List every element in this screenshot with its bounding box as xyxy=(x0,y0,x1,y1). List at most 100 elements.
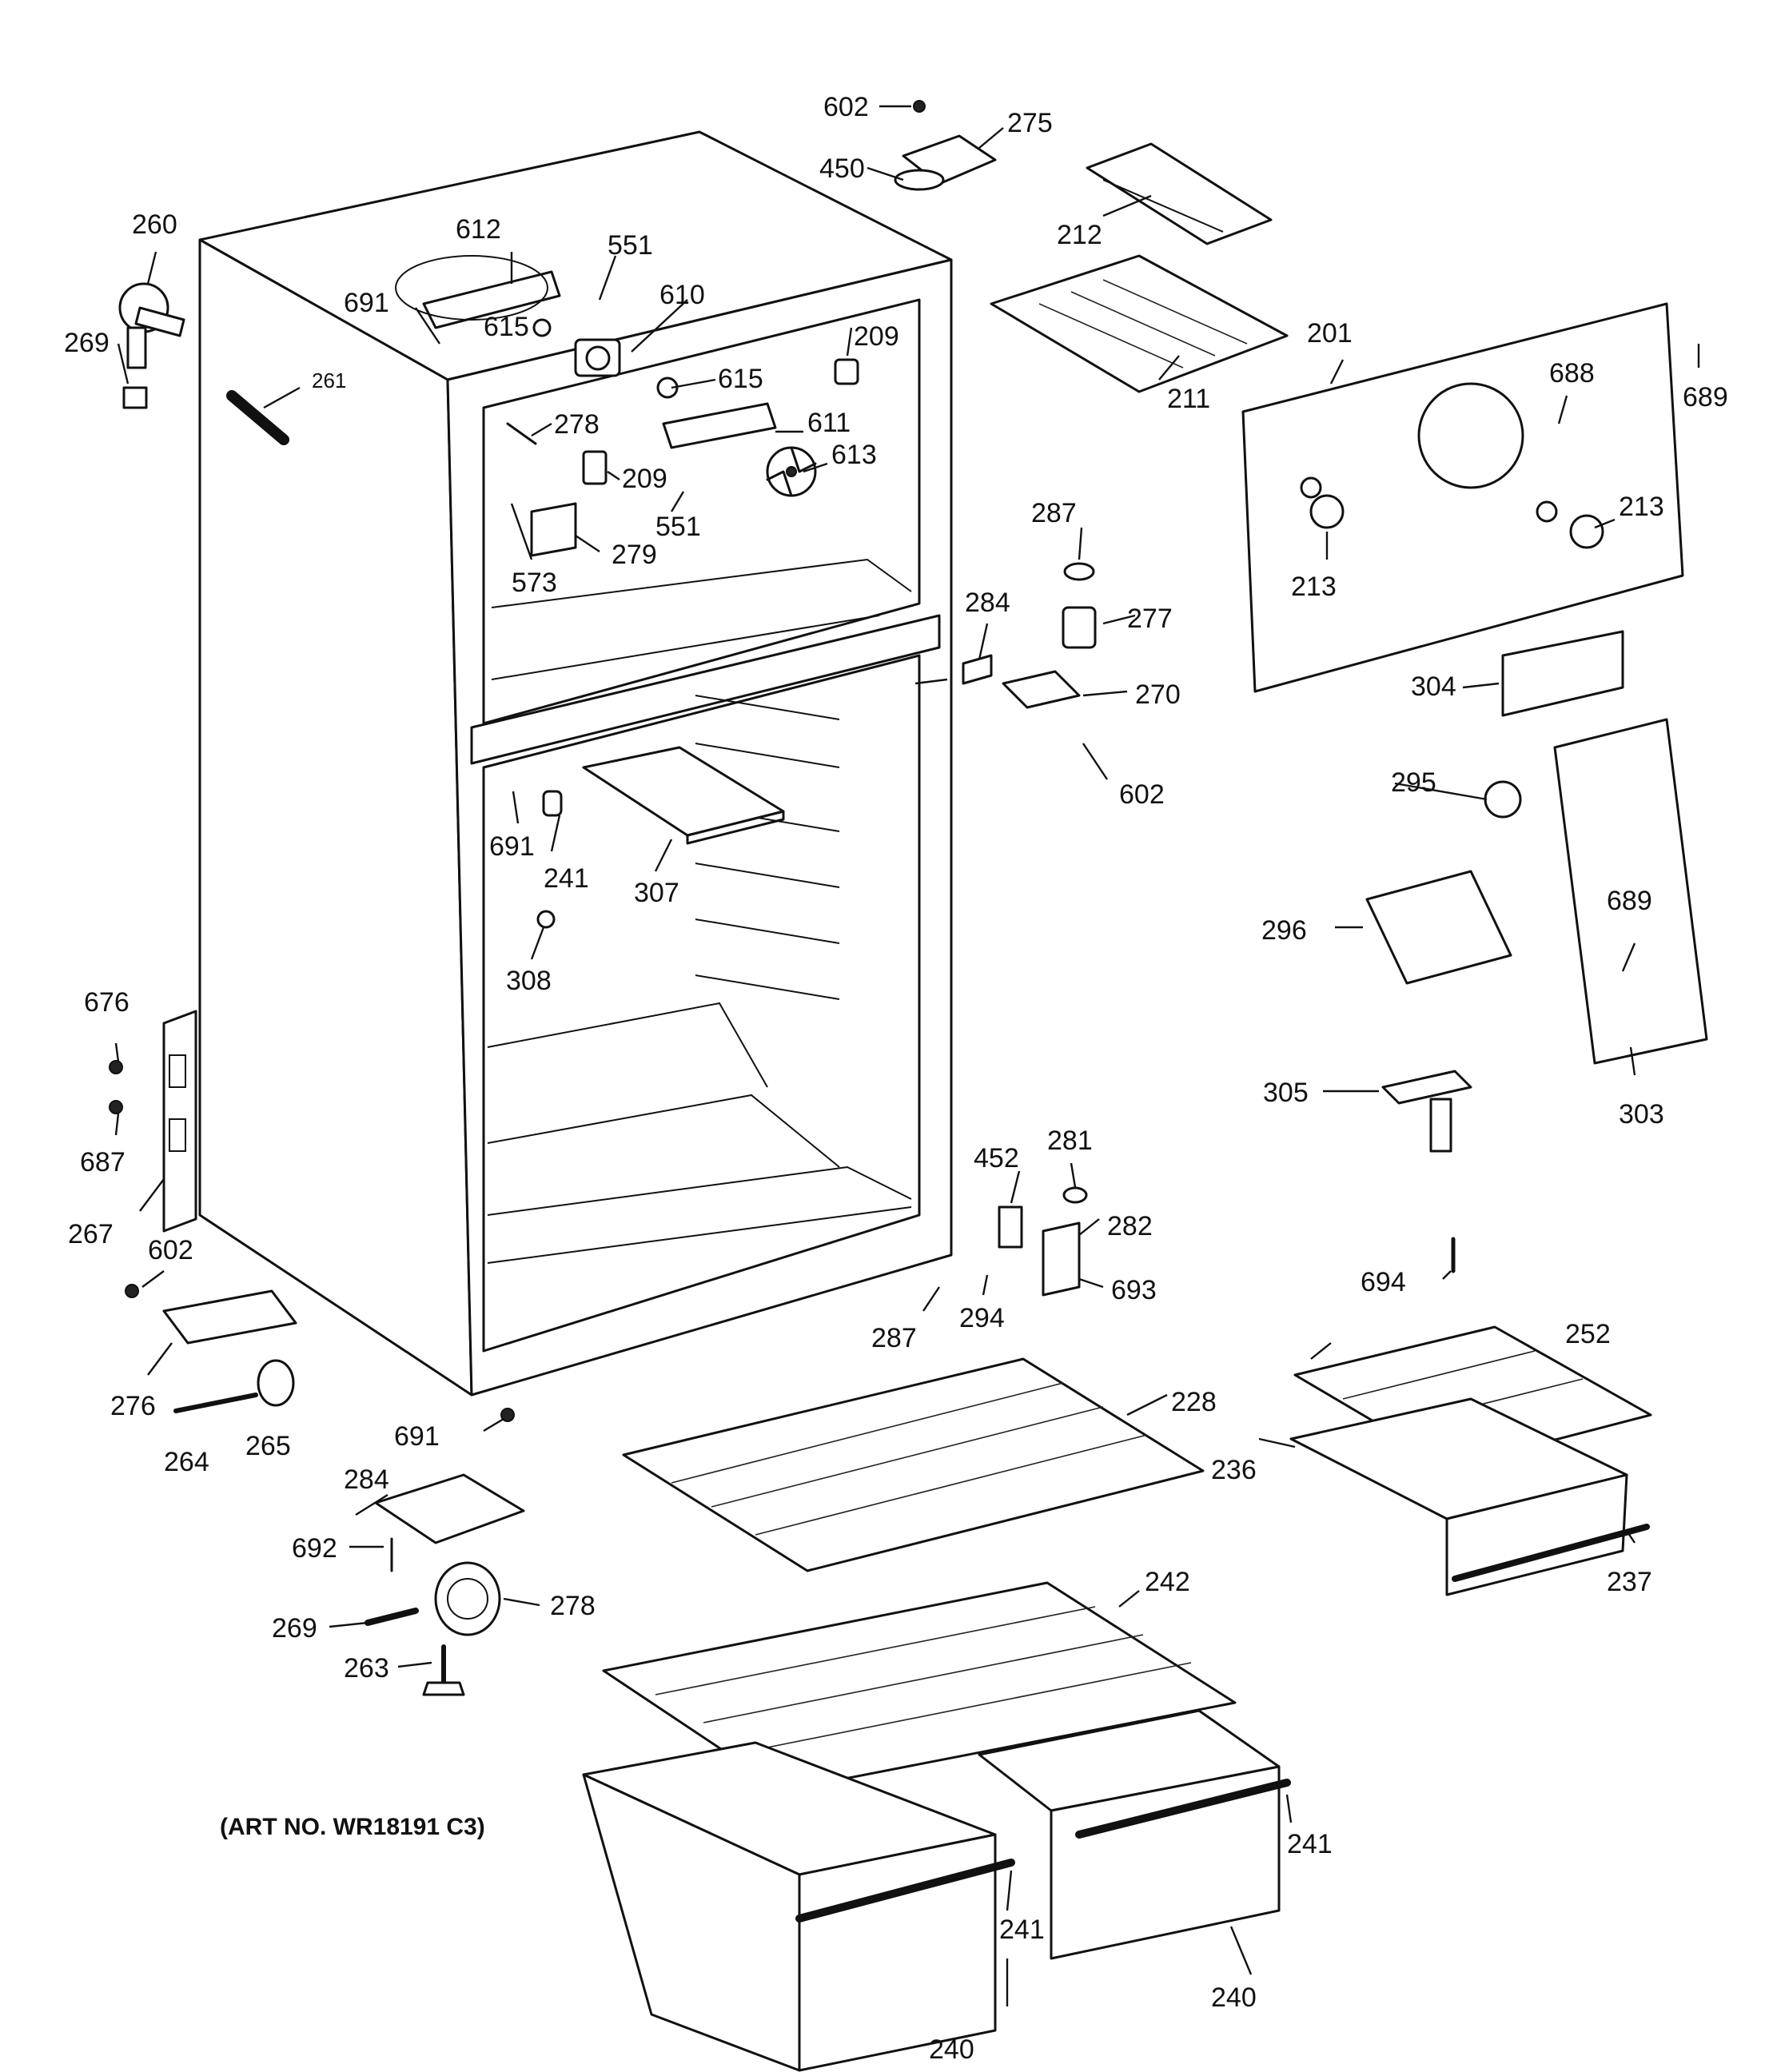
callout-240: 240 xyxy=(1211,1982,1257,2013)
callout-276: 270 xyxy=(1135,679,1181,710)
art-number-caption: (ART NO. WR18191 C3) xyxy=(220,1814,485,1840)
valve-260 xyxy=(118,282,185,369)
callout-277: 276 xyxy=(110,1391,156,1421)
refrigerator-cabinet xyxy=(198,130,953,1397)
callout-309: 304 xyxy=(1411,671,1456,702)
label-309 xyxy=(1501,630,1624,717)
leveler-263 xyxy=(422,1644,465,1696)
callout-267: 267 xyxy=(68,1219,114,1249)
callout-labels: 602 275 450 212 211 201 689 688 213 213 … xyxy=(64,92,1728,2065)
callout-691: 691 xyxy=(344,288,389,318)
crisper-240-right xyxy=(978,1709,1281,1960)
callout-687: 688 xyxy=(1549,358,1595,388)
callout-676: 676 xyxy=(84,987,129,1018)
callout-615: 615 xyxy=(484,312,529,342)
callout-284: 287 xyxy=(1031,498,1077,528)
callout-214: 213 xyxy=(1619,492,1664,522)
tube-261 xyxy=(226,390,289,445)
rod-264 xyxy=(173,1393,258,1413)
callout-252: 252 xyxy=(1565,1319,1611,1349)
callout-228: 228 xyxy=(1171,1387,1217,1417)
cover-201 xyxy=(1241,302,1684,693)
knob-305 xyxy=(1484,780,1522,819)
callout-278: 278 xyxy=(550,1591,596,1621)
callout-275: 275 xyxy=(1007,108,1053,138)
callout-691c: 691 xyxy=(394,1421,440,1452)
duct-304 xyxy=(1553,718,1708,1065)
block-452 xyxy=(998,1205,1023,1249)
callout-260: 260 xyxy=(132,209,177,240)
callout-307: 305 xyxy=(1263,1078,1309,1108)
bracket-611 xyxy=(662,402,777,449)
callout-692: 692 xyxy=(292,1533,337,1564)
housing-296 xyxy=(530,502,577,557)
callout-287: 284 xyxy=(344,1464,389,1495)
callout-212: 211 xyxy=(1167,384,1210,414)
callout-240b: 240 xyxy=(929,2034,974,2065)
light-socket-209 xyxy=(582,450,608,485)
callout-688: 689 xyxy=(1683,382,1728,412)
callout-269: 269 xyxy=(272,1613,317,1644)
washer-281 xyxy=(1062,1186,1088,1204)
callout-304: 303 xyxy=(1619,1099,1664,1130)
callout-613: 613 xyxy=(831,440,877,470)
leader-lines xyxy=(114,105,1700,2006)
callout-611: 611 xyxy=(807,408,851,438)
callout-282: 282 xyxy=(1107,1211,1153,1241)
roller-265 xyxy=(257,1359,295,1407)
callout-270: 269 xyxy=(64,328,110,358)
ice-tray-213 xyxy=(1086,142,1273,245)
callout-689: 687 xyxy=(80,1147,126,1177)
callout-450: 450 xyxy=(819,153,865,184)
callout-305: 295 xyxy=(1391,767,1436,798)
wire-shelf-228 xyxy=(622,1357,1205,1572)
drawer-236 xyxy=(1289,1397,1628,1596)
crisper-240-left xyxy=(582,1741,997,2072)
spacer-283 xyxy=(962,654,993,685)
callout-242: 242 xyxy=(1145,1567,1190,1597)
callout-283: 284 xyxy=(965,588,1010,618)
callout-694: 694 xyxy=(1361,1267,1406,1297)
callout-261: 261 xyxy=(312,369,346,392)
callout-324: 308 xyxy=(506,966,552,996)
callout-295: 294 xyxy=(959,1303,1005,1333)
callout-693: 693 xyxy=(1111,1275,1157,1305)
nut-270 xyxy=(122,386,148,409)
knobs-214 xyxy=(1309,494,1604,549)
callout-209: 209 xyxy=(622,464,667,494)
screw-560-top xyxy=(913,100,926,113)
callout-280: 278 xyxy=(554,409,600,440)
callout-214b: 213 xyxy=(1291,572,1337,602)
callout-264: 264 xyxy=(164,1447,209,1477)
callout-573: 573 xyxy=(512,568,557,598)
plate-287 xyxy=(374,1473,525,1544)
hinge-282 xyxy=(1042,1221,1081,1297)
tube-280 xyxy=(506,422,537,445)
callout-247: 241 xyxy=(544,863,589,894)
pin-269 xyxy=(365,1608,419,1626)
housing-303 xyxy=(1365,870,1512,985)
fan-613 xyxy=(766,446,817,497)
ice-rack-212 xyxy=(990,254,1289,393)
hinge-267 xyxy=(162,1010,197,1233)
callout-615b: 615 xyxy=(718,364,763,394)
callout-612: 612 xyxy=(456,214,501,245)
bulb-247 xyxy=(542,790,563,817)
callout-211: 209 xyxy=(854,321,899,352)
callout-303: 296 xyxy=(1261,915,1307,946)
callout-201: 201 xyxy=(1307,318,1353,349)
callout-560b: 602 xyxy=(1119,779,1165,810)
callout-308: 307 xyxy=(634,878,679,908)
washer-284 xyxy=(1063,562,1095,581)
callout-281: 281 xyxy=(1047,1126,1093,1156)
callout-551b: 551 xyxy=(655,512,701,542)
callout-241: 241 xyxy=(1287,1829,1333,1859)
callout-688b: 689 xyxy=(1607,886,1652,916)
screws-left xyxy=(109,1060,515,1422)
handles-241 xyxy=(795,1779,1291,1923)
hinge-275 xyxy=(894,134,997,191)
thermostat-211 xyxy=(834,358,859,385)
button-324 xyxy=(536,910,556,929)
callout-265: 265 xyxy=(245,1431,291,1461)
